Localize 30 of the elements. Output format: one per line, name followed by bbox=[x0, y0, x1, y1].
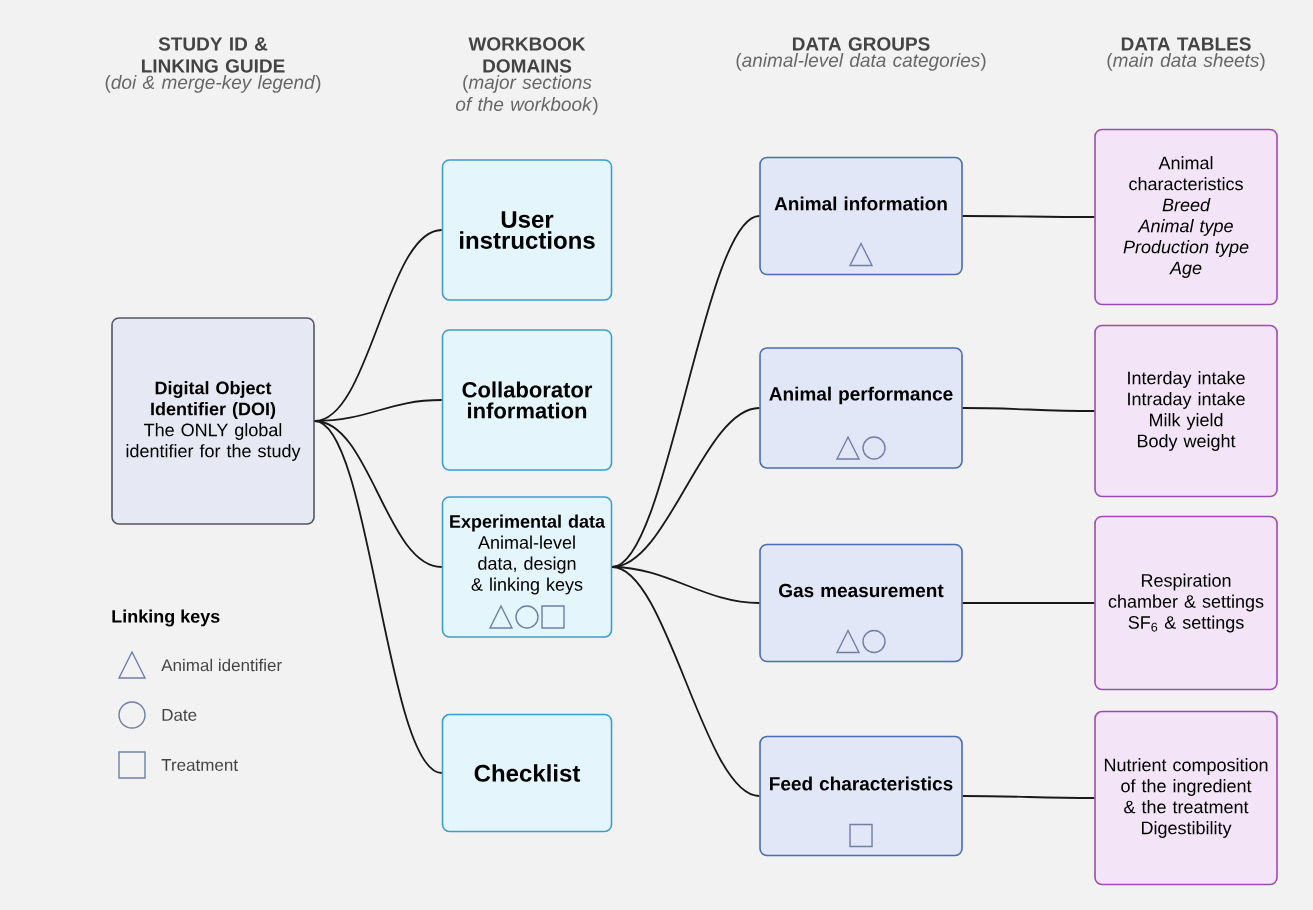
group-box: Feed characteristics bbox=[759, 735, 963, 857]
group-box: Animal performance bbox=[759, 347, 963, 469]
identifier-box: Digital Object Identifier (DOI) The ONLY global identifier for the study bbox=[111, 317, 315, 525]
connector bbox=[961, 215, 1096, 218]
domain-box: Checklist bbox=[441, 713, 613, 833]
domain-box: User instructions bbox=[441, 159, 613, 301]
table-box: Respiration chamber & settings SF$_{6}$ & settings bbox=[1094, 515, 1278, 691]
connector bbox=[313, 420, 443, 774]
legend-title: Linking keys bbox=[112, 609, 220, 627]
table-box: Nutrient composition of the ingredient & the treatment Digestibility bbox=[1094, 710, 1278, 886]
column-subheading: (major sections of the workbook) bbox=[455, 75, 598, 115]
connector bbox=[611, 566, 761, 797]
domain-box: Experimental data Animal-level data, design & linking keys bbox=[441, 496, 613, 638]
column-subheading: (doi & merge-key legend) bbox=[105, 75, 321, 93]
legend-item: Treatment bbox=[118, 751, 238, 779]
column-heading: STUDY ID & LINKING GUIDE bbox=[141, 37, 285, 73]
connector bbox=[961, 407, 1096, 412]
group-box: Animal information bbox=[759, 156, 963, 276]
domain-box: Collaborator information bbox=[441, 329, 613, 471]
table-box: Interday intake Intraday intake Milk yield Body weight bbox=[1094, 324, 1278, 498]
table-box: Animal characteristics Breed Animal type Production type Age bbox=[1094, 128, 1278, 306]
column-heading: DATA GROUPS bbox=[792, 37, 930, 51]
group-box: Gas measurement bbox=[759, 543, 963, 663]
column-heading: WORKBOOK DOMAINS bbox=[468, 37, 586, 73]
column-subheading: (main data sheets) bbox=[1107, 53, 1265, 71]
column-heading: DATA TABLES bbox=[1121, 37, 1251, 51]
legend-item: Date bbox=[118, 701, 197, 729]
connector bbox=[961, 602, 1096, 604]
connector bbox=[961, 795, 1096, 799]
column-subheading: (animal-level data categories) bbox=[736, 53, 986, 71]
